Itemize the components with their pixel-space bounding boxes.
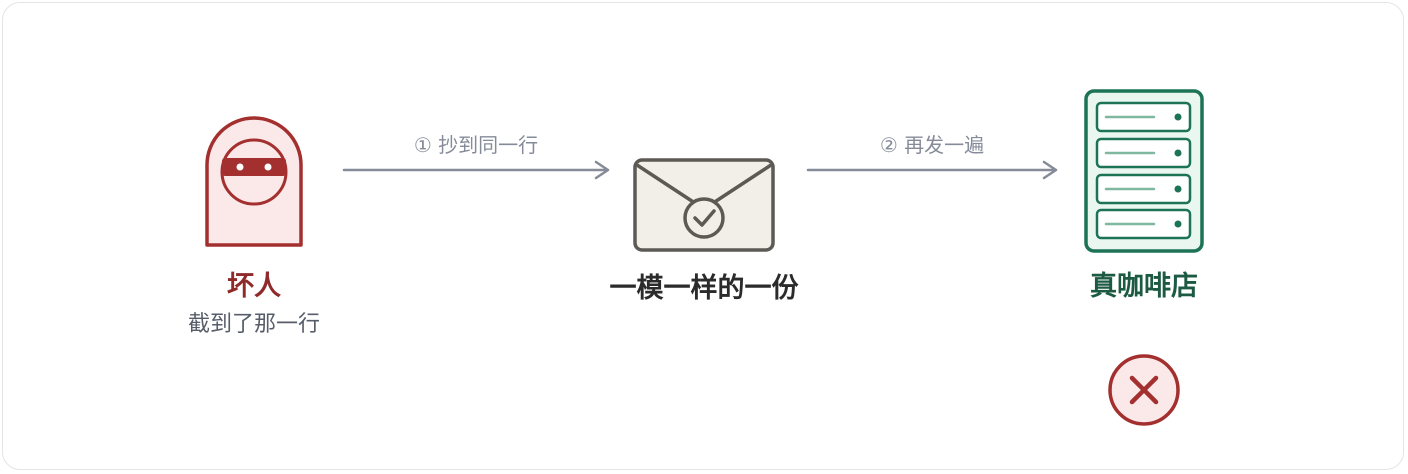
server-title: 真咖啡店 (1090, 271, 1198, 302)
copy-title: 一模一样的一份 (609, 273, 799, 304)
step-2-label: ② 再发一遍 (879, 133, 985, 157)
attacker-subtitle: 截到了那一行 (187, 312, 321, 337)
arrow-1-icon (342, 160, 610, 180)
envelope-check-icon (633, 158, 775, 252)
arrow-2-icon (806, 160, 1058, 180)
attacker-title: 坏人 (227, 271, 281, 302)
reject-x-icon (1108, 354, 1180, 426)
step-1-label: ① 抄到同一行 (413, 133, 539, 157)
server-rack-icon (1084, 89, 1204, 253)
masked-attacker-icon (205, 116, 303, 247)
